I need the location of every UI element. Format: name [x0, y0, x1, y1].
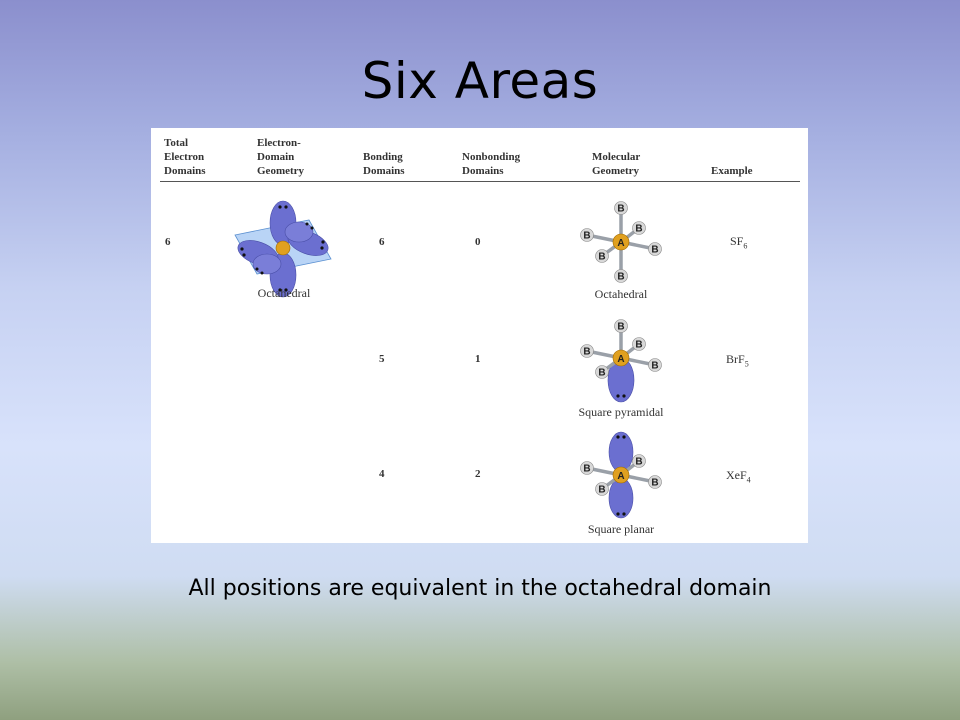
svg-text:B: B	[651, 361, 658, 372]
row3-nonbonding: 2	[475, 468, 481, 480]
header-bonding-domains: Bonding Domains	[363, 151, 405, 177]
svg-text:B: B	[635, 340, 642, 351]
row1-example: SF6	[730, 234, 748, 251]
header-molecular-geometry: Molecular Geometry	[592, 151, 641, 177]
svg-text:A: A	[617, 354, 624, 365]
svg-text:B: B	[598, 485, 605, 496]
row3-bonding: 4	[379, 468, 385, 480]
vsepr-table: Total Electron Domains Electron- Domain …	[151, 128, 808, 543]
slide-title: Six Areas	[361, 52, 599, 110]
svg-text:B: B	[635, 224, 642, 235]
square-pyramidal-molecule-icon: A B B B B B	[580, 319, 662, 403]
row3-geometry-caption: Square planar	[587, 522, 655, 536]
header-example: Example	[711, 165, 753, 177]
row2-bonding: 5	[379, 353, 385, 365]
row2-nonbonding: 1	[475, 353, 481, 365]
square-planar-molecule-icon: A B B B B	[580, 431, 662, 519]
header-electron-geometry: Electron- Domain Geometry	[257, 137, 305, 177]
svg-text:B: B	[583, 347, 590, 358]
slide-footnote: All positions are equivalent in the octa…	[188, 576, 772, 601]
row1-bonding: 6	[379, 236, 385, 248]
svg-text:B: B	[651, 478, 658, 489]
row2-geometry-caption: Square pyramidal	[578, 405, 664, 419]
svg-text:A: A	[617, 471, 624, 482]
total-domains-value: 6	[165, 236, 171, 248]
header-nonbonding-domains: Nonbonding Domains	[462, 151, 521, 177]
row3-example: XeF4	[726, 468, 751, 485]
svg-text:B: B	[583, 464, 590, 475]
svg-text:B: B	[598, 368, 605, 379]
svg-text:A: A	[617, 238, 624, 249]
svg-text:B: B	[617, 322, 624, 333]
header-divider	[160, 181, 800, 182]
svg-text:B: B	[651, 245, 658, 256]
row1-nonbonding: 0	[475, 236, 481, 248]
header-total-domains: Total Electron Domains	[164, 137, 206, 177]
svg-text:B: B	[617, 272, 624, 283]
svg-text:B: B	[583, 231, 590, 242]
row2-example: BrF5	[726, 352, 749, 369]
octahedral-molecule-icon: A B B B B B B	[580, 201, 662, 283]
svg-text:B: B	[598, 252, 605, 263]
svg-text:B: B	[617, 204, 624, 215]
row1-geometry-caption: Octahedral	[594, 287, 648, 301]
svg-text:B: B	[635, 457, 642, 468]
octahedral-electron-domain-icon	[234, 200, 332, 298]
electron-geometry-caption: Octahedral	[257, 286, 311, 300]
